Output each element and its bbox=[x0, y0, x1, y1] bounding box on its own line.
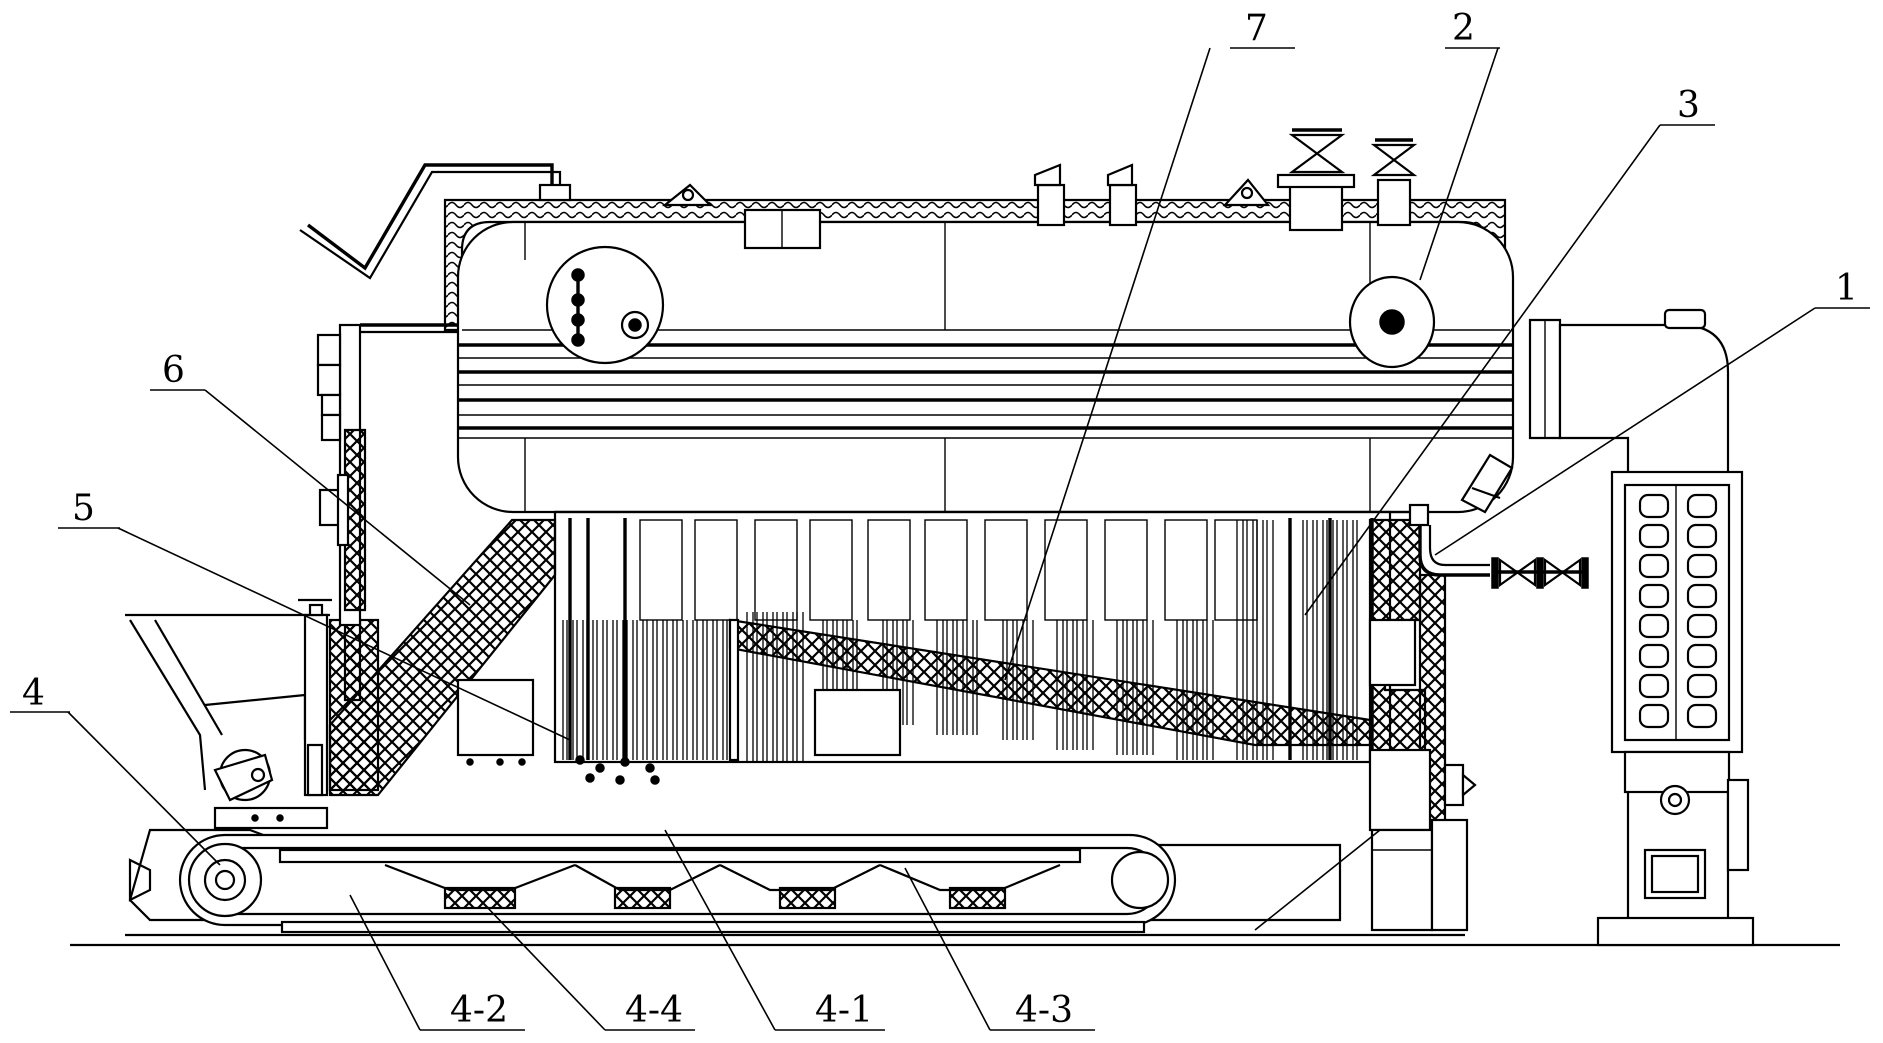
flue-duct bbox=[1528, 308, 1755, 947]
front-wall bbox=[328, 518, 902, 797]
label-4-2: 4-2 bbox=[450, 990, 508, 1031]
front-column bbox=[316, 323, 458, 627]
part-labels: 1 2 3 4 5 6 7 4-1 4-2 4-3 4-4 bbox=[22, 8, 1858, 1031]
coal-hopper bbox=[125, 598, 332, 830]
steam-drum bbox=[456, 220, 1515, 514]
leader-lines bbox=[10, 47, 1870, 1031]
label-3: 3 bbox=[1677, 85, 1700, 126]
label-6: 6 bbox=[162, 350, 185, 391]
rear-wall bbox=[1368, 453, 1589, 932]
chain-grate bbox=[128, 828, 1342, 934]
label-7: 7 bbox=[1245, 8, 1268, 49]
label-4-3: 4-3 bbox=[1015, 990, 1073, 1031]
label-2: 2 bbox=[1452, 8, 1475, 49]
manhole-right bbox=[1348, 275, 1436, 369]
furnace-arch bbox=[728, 618, 1372, 762]
manhole-left bbox=[545, 245, 665, 365]
label-5: 5 bbox=[72, 488, 95, 529]
label-4-4: 4-4 bbox=[625, 990, 683, 1031]
top-fittings bbox=[299, 128, 1418, 280]
label-4-1: 4-1 bbox=[815, 990, 873, 1031]
label-1: 1 bbox=[1835, 268, 1858, 309]
label-4: 4 bbox=[22, 673, 45, 714]
